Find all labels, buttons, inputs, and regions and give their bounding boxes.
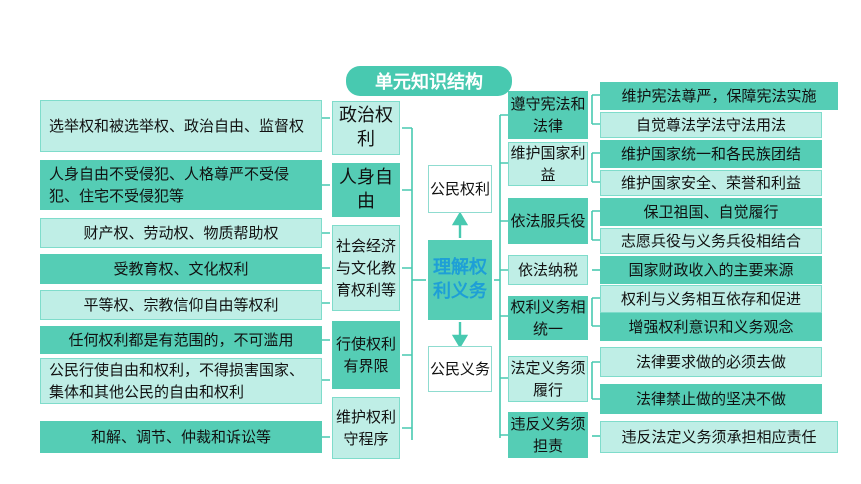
left-detail: 财产权、劳动权、物质帮助权	[40, 218, 322, 248]
right-category: 维护国家利益	[508, 142, 588, 186]
right-category: 遵守宪法和法律	[508, 91, 588, 139]
right-category: 权利义务相统一	[508, 296, 588, 340]
left-detail: 公民行使自由和权利，不得损害国家、集体和其他公民的自由和权利	[40, 358, 322, 404]
citizen-duties-node: 公民义务	[428, 346, 492, 392]
right-detail: 维护宪法尊严，保障宪法实施	[600, 82, 838, 110]
right-detail: 法律要求做的必须去做	[600, 347, 822, 377]
right-detail: 违反法定义务须承担相应责任	[600, 421, 838, 453]
left-detail: 受教育权、文化权利	[40, 254, 322, 284]
left-detail: 选举权和被选举权、政治自由、监督权	[40, 100, 322, 152]
right-category: 依法服兵役	[508, 198, 588, 244]
left-detail: 任何权利都是有范围的，不可滥用	[40, 326, 322, 354]
left-category: 人身自由	[332, 163, 400, 217]
citizen-rights-node: 公民权利	[428, 165, 492, 213]
right-detail: 保卫祖国、自觉履行	[600, 198, 822, 226]
right-detail: 增强权利意识和义务观念	[600, 313, 822, 341]
left-category: 行使权利有界限	[332, 321, 400, 389]
left-category: 维护权利守程序	[332, 397, 400, 459]
right-detail: 自觉尊法学法守法用法	[600, 112, 822, 138]
right-detail: 维护国家统一和各民族团结	[600, 140, 822, 168]
right-detail: 志愿兵役与义务兵役相结合	[600, 228, 822, 254]
left-detail: 人身自由不受侵犯、人格尊严不受侵犯、住宅不受侵犯等	[40, 160, 322, 210]
left-detail: 和解、调节、仲裁和诉讼等	[40, 421, 322, 453]
right-detail: 维护国家安全、荣誉和利益	[600, 170, 822, 196]
core-node: 理解权利义务	[428, 240, 492, 320]
right-category: 法定义务须履行	[508, 356, 588, 402]
page-title: 单元知识结构	[346, 66, 512, 96]
left-category: 政治权利	[332, 101, 400, 155]
right-detail: 国家财政收入的主要来源	[600, 256, 822, 284]
left-detail: 平等权、宗教信仰自由等权利	[40, 290, 322, 320]
right-category: 依法纳税	[508, 255, 588, 285]
right-detail: 法律禁止做的坚决不做	[600, 384, 822, 414]
right-detail: 权利与义务相互依存和促进	[600, 285, 822, 313]
right-category: 违反义务须担责	[508, 412, 588, 458]
left-category: 社会经济与文化教育权利等	[332, 225, 400, 311]
